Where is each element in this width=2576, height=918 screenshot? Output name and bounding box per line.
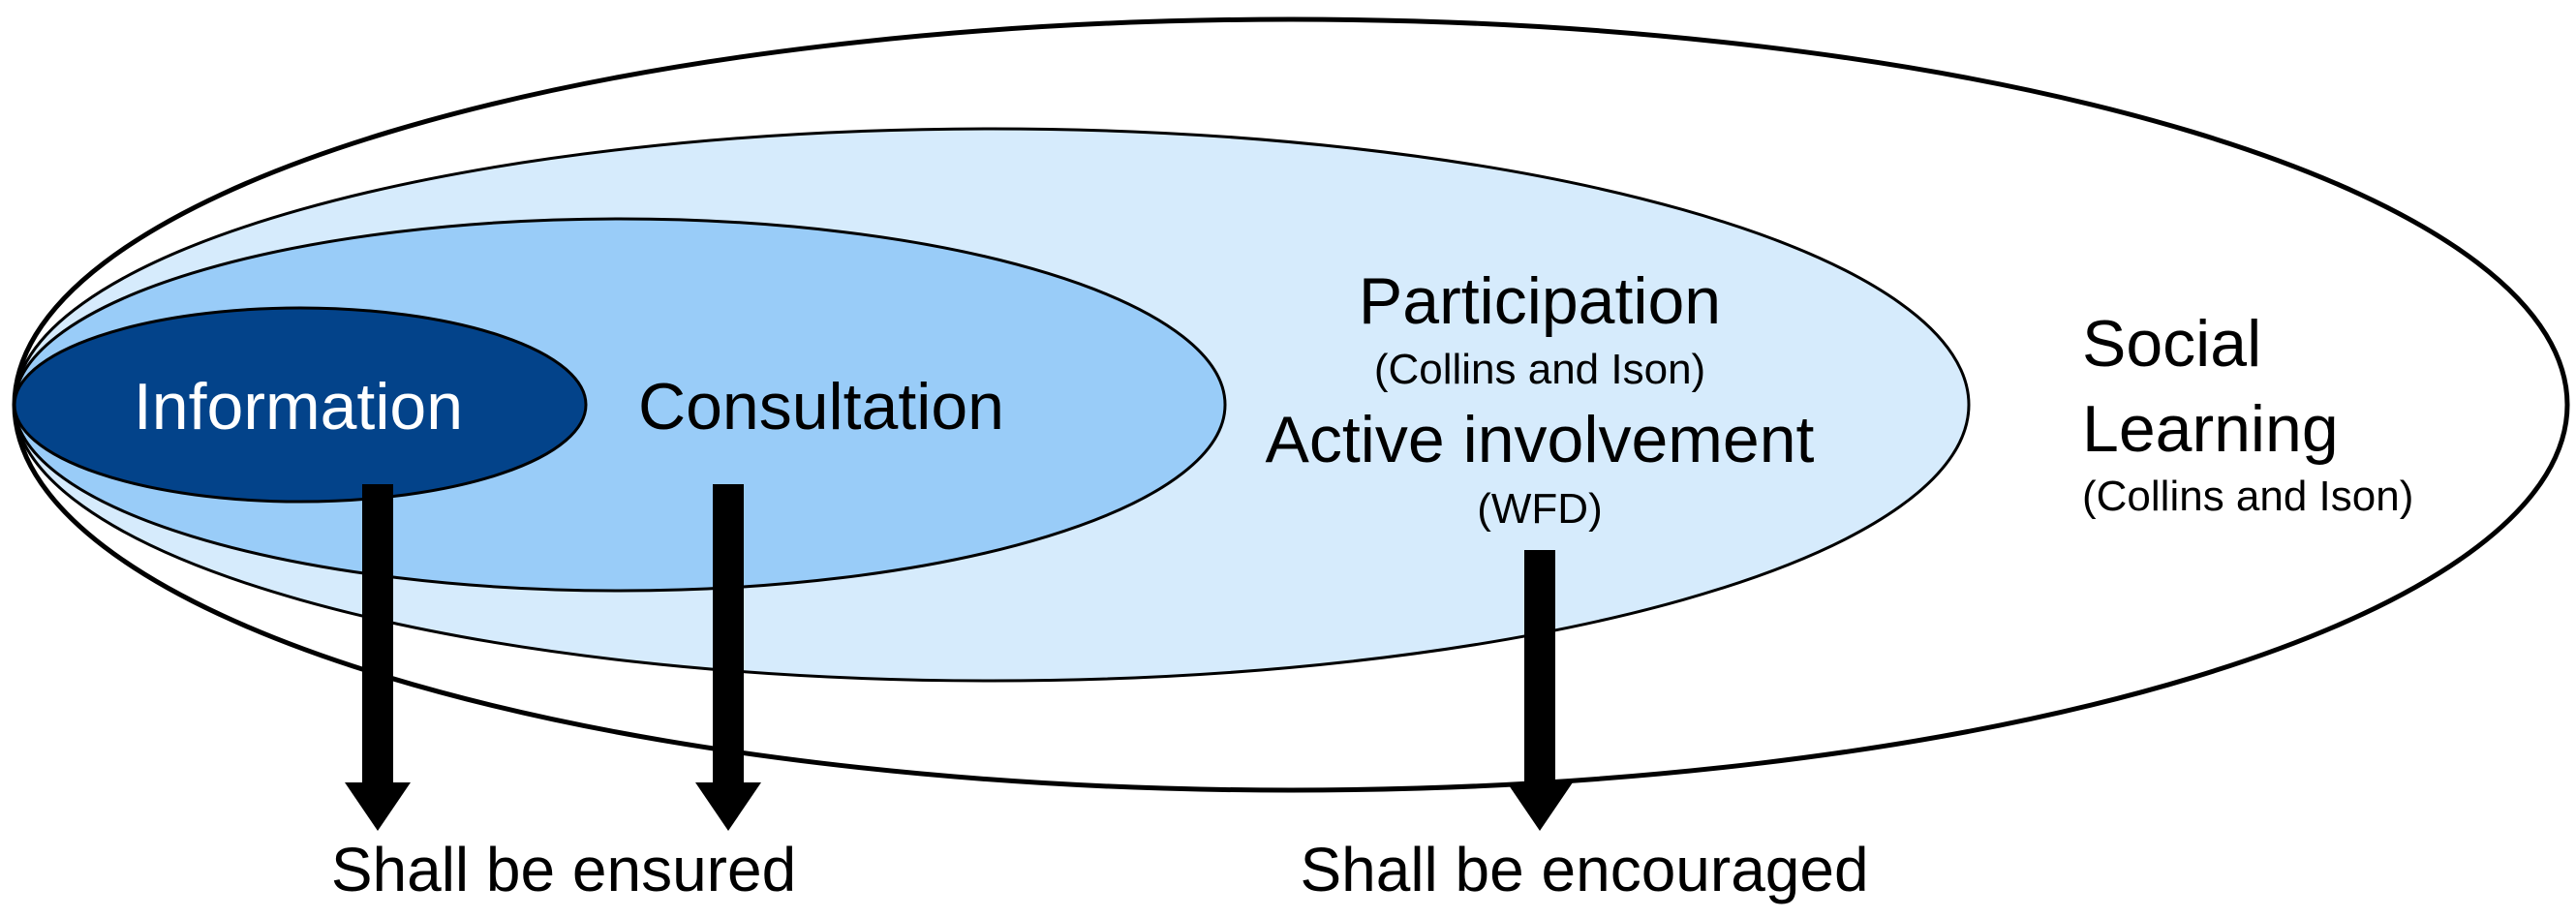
arrow-participation-encouraged [1507,550,1573,831]
active-involvement-source: (WFD) [1477,485,1603,533]
participation-source: (Collins and Ison) [1374,346,1705,393]
consultation-label: Consultation [638,370,1004,444]
arrow-information-ensured [345,484,411,831]
social-learning-label-line2: Learning [2082,392,2339,466]
active-involvement-label: Active involvement [1266,403,1815,476]
information-label: Information [134,370,463,444]
arrow-consultation-ensured [695,484,761,831]
social-learning-source: (Collins and Ison) [2082,473,2413,520]
social-learning-label-line1: Social [2082,307,2261,381]
shall-be-ensured-label: Shall be ensured [331,835,796,904]
participation-label: Participation [1359,264,1721,338]
information-ellipse [13,306,588,504]
shall-be-encouraged-label: Shall be encouraged [1300,835,1868,904]
